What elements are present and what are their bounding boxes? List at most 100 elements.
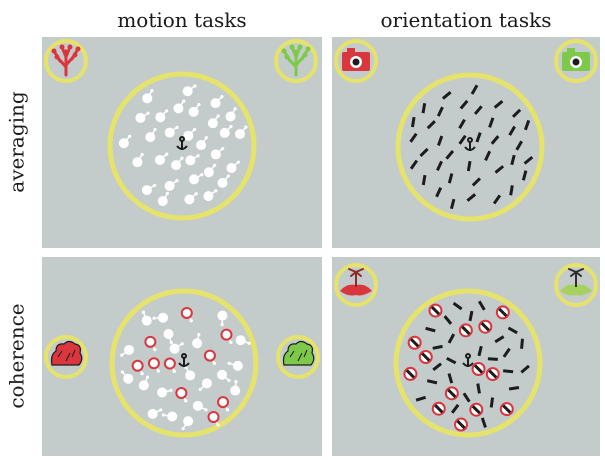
moving-dot xyxy=(230,385,241,396)
moving-dot xyxy=(135,112,146,123)
oriented-bar xyxy=(421,102,427,114)
motion-tail-tip xyxy=(159,408,163,412)
oriented-bar xyxy=(421,352,431,362)
motion-tail-tip xyxy=(165,109,169,113)
oriented-bar xyxy=(473,105,483,115)
oriented-bar xyxy=(494,165,505,174)
motion-tail-tip xyxy=(194,192,198,196)
moving-dot xyxy=(183,416,194,427)
oriented-bar xyxy=(430,305,441,316)
moving-dot xyxy=(164,127,175,138)
motion-tail-tip xyxy=(153,348,157,352)
motion-tail-tip xyxy=(197,332,201,337)
coherent-dot xyxy=(175,387,188,400)
motion-tail-tip xyxy=(120,353,124,357)
moving-dot xyxy=(145,132,156,143)
oriented-bar xyxy=(447,373,454,384)
oriented-bar xyxy=(466,193,477,202)
coherent-dot xyxy=(147,357,160,370)
oriented-bar xyxy=(436,106,444,117)
oriented-bar xyxy=(475,132,482,143)
oriented-bar xyxy=(510,154,516,166)
oriented-bar xyxy=(498,307,508,318)
motion-tail-tip xyxy=(156,369,161,373)
moving-dot xyxy=(235,335,246,346)
panel-motion-averaging-graphic xyxy=(44,39,318,221)
moving-dots xyxy=(118,84,248,207)
moving-dot xyxy=(203,167,214,178)
oriented-bar xyxy=(419,147,429,158)
motion-tail-tip xyxy=(216,423,220,427)
oriented-bar xyxy=(461,325,471,335)
moving-dot xyxy=(183,130,194,141)
oriented-bar xyxy=(515,140,523,151)
motion-tail-tip xyxy=(193,127,197,131)
oriented-bar xyxy=(523,119,531,131)
moving-dot xyxy=(164,180,175,191)
moving-dot xyxy=(118,138,129,149)
motion-tail-tip xyxy=(153,127,157,132)
moving-dot xyxy=(173,103,184,114)
oriented-bar xyxy=(409,159,419,170)
coherent-dot xyxy=(144,335,157,348)
moving-dot xyxy=(235,128,246,139)
moving-dot xyxy=(203,191,214,202)
red-island-icon xyxy=(334,263,378,307)
oriented-bar xyxy=(488,117,495,128)
moving-dot xyxy=(201,378,212,389)
fixation-anchor-icon xyxy=(178,353,190,367)
oriented-bar xyxy=(520,338,524,349)
row-header-averaging: averaging xyxy=(0,36,34,248)
coherent-dot xyxy=(220,328,233,341)
moving-dot xyxy=(158,312,169,323)
motion-tail-tip xyxy=(128,134,132,138)
oriented-bar xyxy=(502,369,514,374)
oriented-bar xyxy=(462,392,471,403)
coherent-dot xyxy=(163,357,176,370)
moving-dot xyxy=(225,111,236,122)
motion-tail-tip xyxy=(234,379,238,384)
motion-tail-tip xyxy=(229,340,233,345)
moving-dot xyxy=(188,106,199,117)
oriented-bar xyxy=(441,91,452,100)
panel-motion-coherence xyxy=(42,257,322,456)
oriented-bar xyxy=(480,417,487,428)
motion-tail-tip xyxy=(216,114,220,118)
moving-dot xyxy=(155,112,166,123)
oriented-bar xyxy=(490,135,500,145)
motion-tail-tip xyxy=(227,361,231,365)
oriented-bar xyxy=(466,160,472,172)
panel-orientation-averaging xyxy=(332,37,600,248)
motion-tail-tip xyxy=(193,84,197,88)
coherent-dot xyxy=(217,396,230,409)
coherent-dots xyxy=(120,306,251,431)
oriented-bar xyxy=(458,118,466,130)
moving-dot xyxy=(132,157,143,168)
moving-dot xyxy=(185,370,196,381)
red-coral-icon xyxy=(44,39,88,83)
oriented-bar xyxy=(405,369,416,379)
oriented-bar xyxy=(477,300,486,311)
oriented-bar xyxy=(456,419,466,430)
motion-tail-tip xyxy=(226,174,230,178)
oriented-bar xyxy=(507,326,518,335)
oriented-bar xyxy=(476,383,481,394)
oriented-bar xyxy=(484,150,492,161)
oriented-bar xyxy=(480,322,490,332)
oriented-bar xyxy=(493,100,504,109)
moving-dot xyxy=(147,408,158,419)
moving-dot xyxy=(217,177,228,188)
oriented-bar xyxy=(437,135,444,146)
fixation-anchor-icon xyxy=(176,136,188,150)
oriented-bar xyxy=(521,170,528,181)
fixation-anchor-icon xyxy=(462,353,474,367)
oriented-bar xyxy=(447,333,456,344)
oriented-bar xyxy=(523,155,534,165)
moving-dot xyxy=(192,400,203,411)
motion-tail-tip xyxy=(204,136,208,140)
oriented-bar xyxy=(425,326,436,333)
column-header-motion: motion tasks xyxy=(117,8,247,32)
moving-dot xyxy=(138,380,149,391)
oriented-bar xyxy=(458,134,467,145)
motion-tail-tip xyxy=(175,125,179,129)
